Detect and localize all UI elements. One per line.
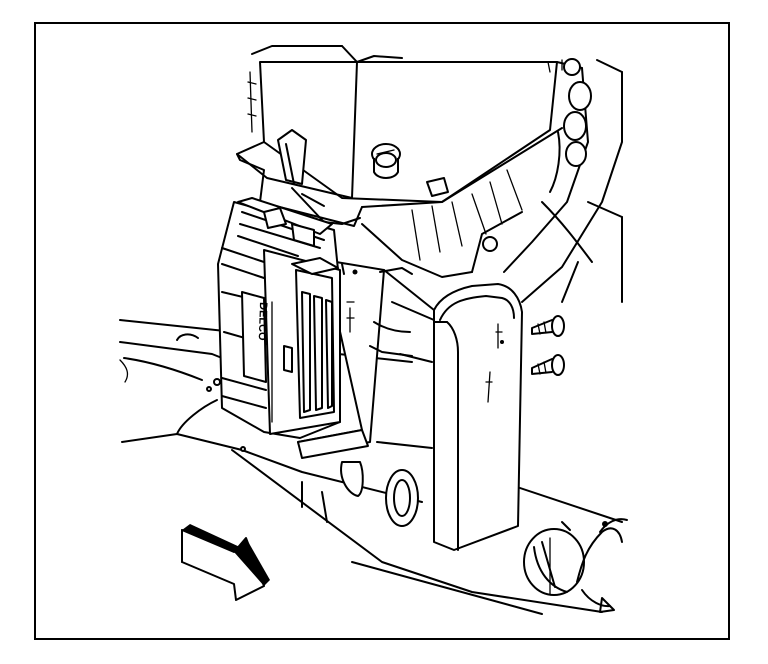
engine-control-module: DELCO — [217, 197, 341, 439]
delco-brand-label: DELCO — [256, 302, 269, 341]
cowl-panel — [119, 319, 628, 615]
ecm-cover — [340, 269, 523, 551]
bolt-lower — [531, 354, 565, 376]
air-cleaner-housing — [236, 45, 563, 278]
illustration-frame: DELCO — [34, 22, 730, 640]
bolt-upper — [531, 315, 565, 337]
mounting-bolts — [531, 315, 565, 376]
front-direction-arrow-icon — [181, 524, 270, 601]
ecm-location-diagram: DELCO — [119, 45, 628, 615]
inlet-duct — [503, 58, 623, 303]
